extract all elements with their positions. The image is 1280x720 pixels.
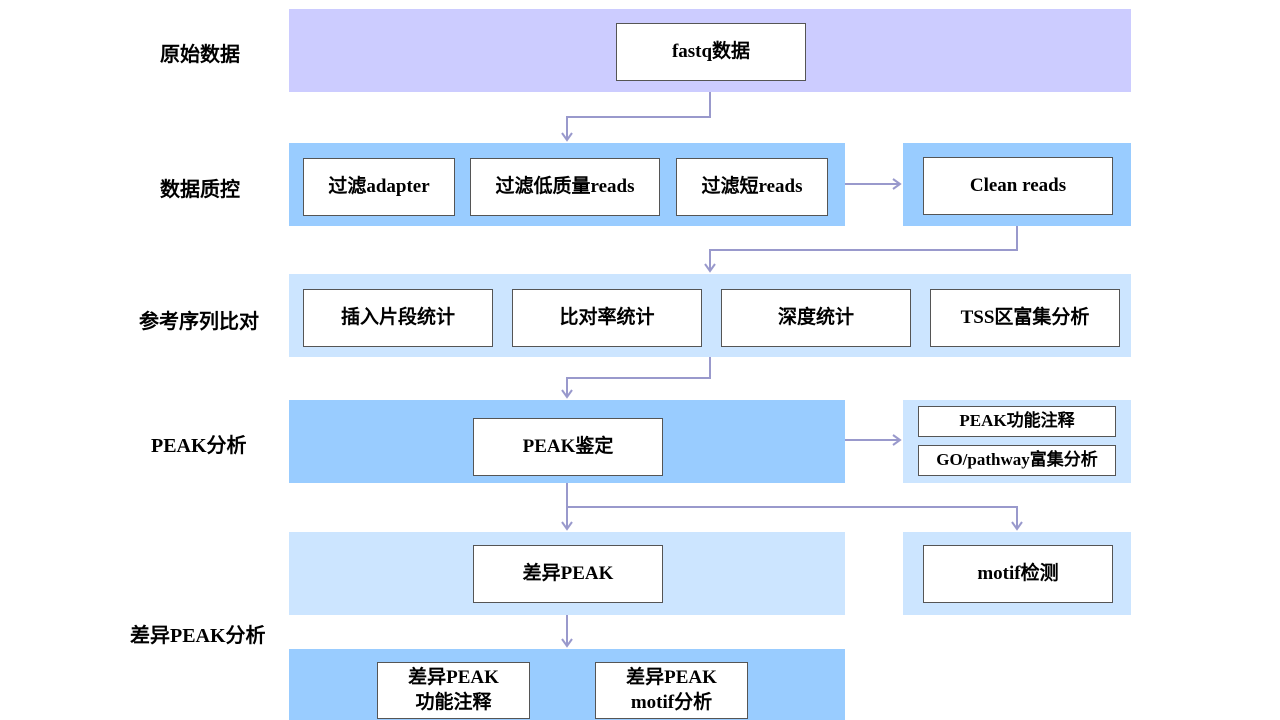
arrowhead [561, 132, 573, 142]
arrowhead [561, 638, 573, 648]
arrowhead [704, 263, 716, 273]
node-motif-detection: motif检测 [923, 545, 1113, 603]
node-peak-calling: PEAK鉴定 [473, 418, 663, 476]
node-align-rate: 比对率统计 [512, 289, 702, 347]
node-line: 差异PEAK [408, 666, 499, 688]
node-line: motif分析 [630, 691, 713, 713]
node-tss-enrichment: TSS区富集分析 [930, 289, 1120, 347]
node-go-pathway: GO/pathway富集分析 [918, 445, 1116, 476]
node-clean-reads: Clean reads [923, 157, 1113, 215]
connector-peak-to-motif [567, 506, 1018, 529]
node-filter-low-quality: 过滤低质量reads [470, 158, 660, 216]
arrowhead [561, 389, 573, 399]
stage-label-qc: 数据质控 [160, 179, 240, 201]
connector-clean-to-align [709, 226, 1018, 271]
node-fastq-data: fastq数据 [616, 23, 806, 81]
arrowhead [1011, 521, 1023, 531]
node-peak-annotation: PEAK功能注释 [918, 406, 1116, 437]
stage-label-diff-peak-analysis: 差异PEAK分析 [130, 625, 266, 647]
stage-label-peak-analysis: PEAK分析 [151, 435, 247, 457]
node-filter-adapter: 过滤adapter [303, 158, 455, 216]
node-filter-short: 过滤短reads [676, 158, 828, 216]
arrowhead [892, 178, 902, 190]
node-insert-stats: 插入片段统计 [303, 289, 493, 347]
node-diff-peak-motif: 差异PEAK motif分析 [595, 662, 748, 719]
arrowhead [561, 521, 573, 531]
stage-label-raw-data: 原始数据 [160, 44, 240, 66]
node-diff-peak-annotation: 差异PEAK 功能注释 [377, 662, 530, 719]
node-diff-peak: 差异PEAK [473, 545, 663, 603]
node-line: 差异PEAK [626, 666, 717, 688]
connector-fastq-to-qc [566, 92, 711, 140]
node-depth-stats: 深度统计 [721, 289, 911, 347]
stage-label-alignment: 参考序列比对 [139, 311, 259, 333]
connector-align-to-peak [566, 357, 711, 397]
node-line: 功能注释 [415, 691, 492, 713]
band-diff-downstream [289, 649, 845, 720]
arrowhead [892, 434, 902, 446]
